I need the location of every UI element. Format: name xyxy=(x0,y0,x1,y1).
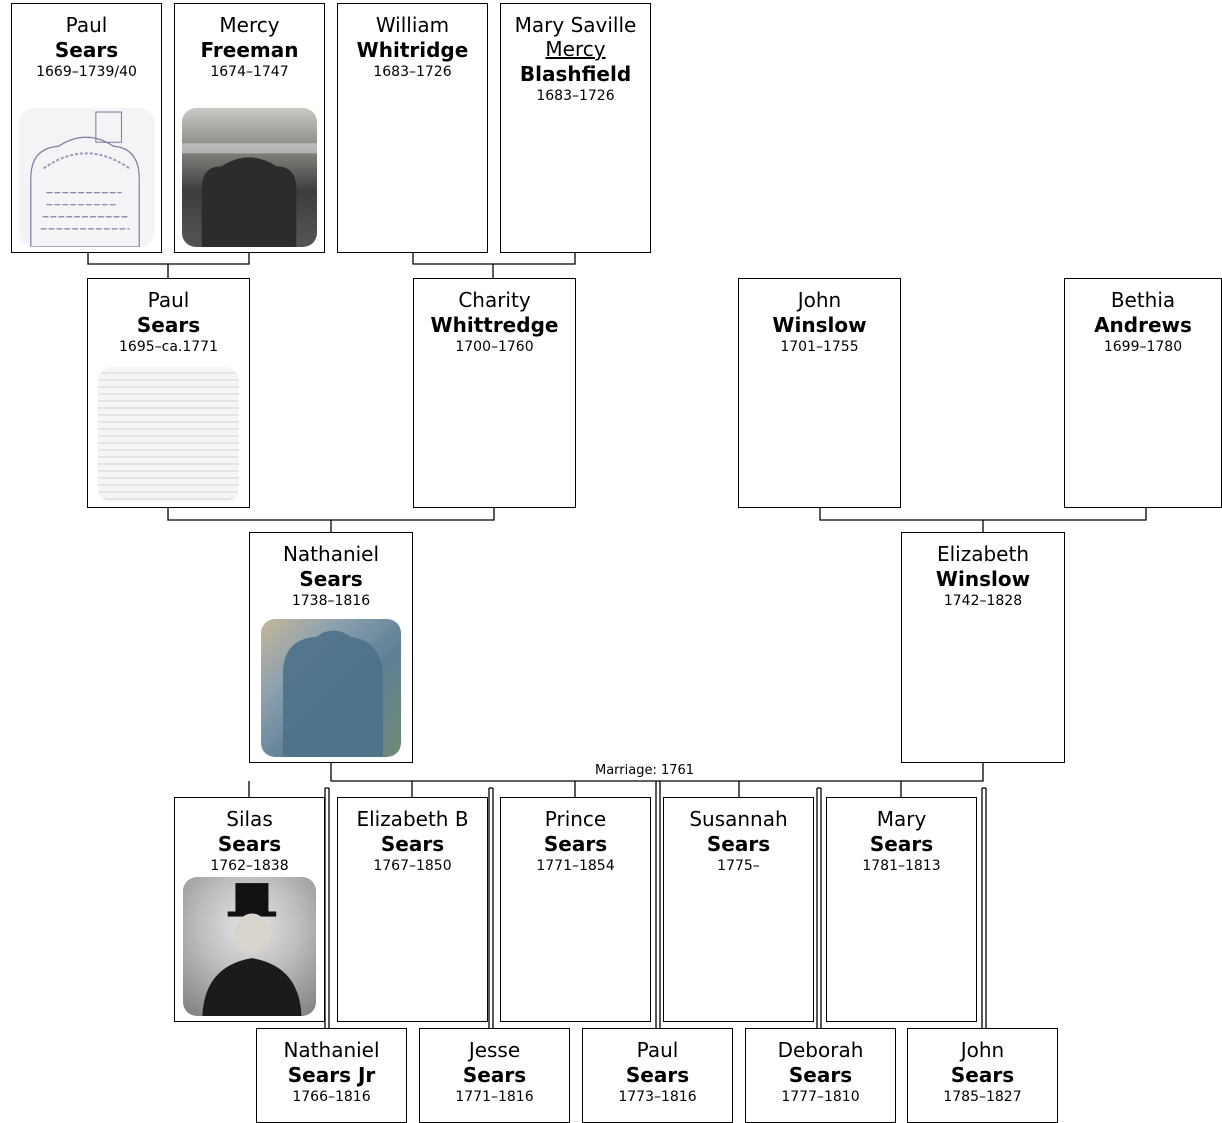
person-dates: 1701–1755 xyxy=(780,339,859,355)
person-given-name: Paul xyxy=(65,13,108,37)
person-card-nathaniel-sears-jr[interactable]: Nathaniel Sears Jr 1766–1816 xyxy=(256,1028,407,1123)
person-given-name: John xyxy=(797,288,842,312)
person-card-john-winslow[interactable]: John Winslow 1701–1755 xyxy=(738,278,901,508)
marriage-label: Marriage: 1761 xyxy=(594,763,696,778)
person-given-name: Silas xyxy=(226,807,273,831)
person-dates: 1767–1850 xyxy=(373,858,452,874)
person-card-mary-saville-blashfield[interactable]: Mary Saville Mercy Blashfield 1683–1726 xyxy=(500,3,651,253)
person-surname: Winslow xyxy=(772,313,867,337)
person-dates: 1771–1854 xyxy=(536,858,615,874)
person-dates: 1785–1827 xyxy=(943,1089,1022,1105)
person-given-name: Elizabeth xyxy=(936,542,1030,566)
person-given-name: Jesse xyxy=(468,1038,521,1062)
person-dates: 1777–1810 xyxy=(781,1089,860,1105)
person-card-paul-sears-1695[interactable]: Paul Sears 1695–ca.1771 xyxy=(87,278,250,508)
person-surname: Blashfield xyxy=(519,62,632,86)
person-surname: Whittredge xyxy=(430,313,559,337)
gravestone-photo[interactable] xyxy=(182,108,317,247)
person-given-name: Elizabeth B xyxy=(356,807,469,831)
gravestone-sketch-photo[interactable] xyxy=(19,108,154,247)
person-dates: 1775– xyxy=(717,858,760,874)
gravestone-photo[interactable] xyxy=(261,619,401,757)
person-card-prince-sears[interactable]: Prince Sears 1771–1854 xyxy=(500,797,651,1022)
document-scan-photo[interactable] xyxy=(98,367,239,502)
person-surname: Sears xyxy=(625,1063,690,1087)
person-dates: 1781–1813 xyxy=(862,858,941,874)
person-given-name: Nathaniel xyxy=(282,542,380,566)
person-dates: 1683–1726 xyxy=(373,64,452,80)
person-dates: 1700–1760 xyxy=(455,339,534,355)
person-given-name: Susannah xyxy=(689,807,788,831)
person-card-jesse-sears[interactable]: Jesse Sears 1771–1816 xyxy=(419,1028,570,1123)
person-given-name: John xyxy=(960,1038,1005,1062)
person-given-name: Deborah xyxy=(777,1038,864,1062)
person-dates: 1674–1747 xyxy=(210,64,289,80)
gravestone-icon xyxy=(182,143,317,247)
person-surname: Sears xyxy=(217,832,282,856)
person-alt-given-name: Mercy xyxy=(545,37,606,61)
person-card-elizabeth-winslow[interactable]: Elizabeth Winslow 1742–1828 xyxy=(901,532,1065,763)
person-surname: Winslow xyxy=(935,567,1031,591)
person-surname: Sears xyxy=(869,832,934,856)
person-given-name: Mary Saville xyxy=(514,13,637,37)
person-dates: 1699–1780 xyxy=(1103,339,1183,355)
person-card-susannah-sears[interactable]: Susannah Sears 1775– xyxy=(663,797,814,1022)
person-given-name: Paul xyxy=(147,288,190,312)
person-given-name: Prince xyxy=(544,807,607,831)
person-given-name: William xyxy=(375,13,450,37)
person-surname: Sears xyxy=(299,567,363,591)
person-card-william-whitridge[interactable]: William Whitridge 1683–1726 xyxy=(337,3,488,253)
person-card-silas-sears[interactable]: Silas Sears 1762–1838 xyxy=(174,797,325,1022)
person-surname: Sears xyxy=(136,313,201,337)
person-surname: Sears xyxy=(788,1063,853,1087)
person-surname: Whitridge xyxy=(356,38,469,62)
person-card-paul-sears-1773[interactable]: Paul Sears 1773–1816 xyxy=(582,1028,733,1123)
person-card-bethia-andrews[interactable]: Bethia Andrews 1699–1780 xyxy=(1064,278,1222,508)
person-given-name: Charity xyxy=(458,288,531,312)
person-surname: Sears xyxy=(380,832,445,856)
person-dates: 1771–1816 xyxy=(455,1089,534,1105)
person-dates: 1742–1828 xyxy=(943,593,1023,609)
person-surname: Sears Jr xyxy=(287,1063,376,1087)
person-card-deborah-sears[interactable]: Deborah Sears 1777–1810 xyxy=(745,1028,896,1123)
person-given-name: Mary xyxy=(876,807,927,831)
person-card-paul-sears-1669[interactable]: Paul Sears 1669–1739/40 xyxy=(11,3,162,253)
person-card-elizabeth-b-sears[interactable]: Elizabeth B Sears 1767–1850 xyxy=(337,797,488,1022)
person-surname: Sears xyxy=(543,832,608,856)
person-card-john-sears[interactable]: John Sears 1785–1827 xyxy=(907,1028,1058,1123)
gravestone-sketch-icon xyxy=(30,111,140,247)
person-dates: 1773–1816 xyxy=(618,1089,697,1105)
person-card-mercy-freeman[interactable]: Mercy Freeman 1674–1747 xyxy=(174,3,325,253)
portrait-icon xyxy=(202,883,302,1016)
person-card-nathaniel-sears-1738[interactable]: Nathaniel Sears 1738–1816 xyxy=(249,532,413,763)
person-given-name: Paul xyxy=(636,1038,679,1062)
person-dates: 1683–1726 xyxy=(536,88,615,104)
person-card-mary-sears[interactable]: Mary Sears 1781–1813 xyxy=(826,797,977,1022)
person-surname: Freeman xyxy=(200,38,299,62)
person-dates: 1695–ca.1771 xyxy=(119,339,218,355)
person-dates: 1762–1838 xyxy=(210,858,289,874)
gravestone-icon xyxy=(283,630,383,757)
person-surname: Sears xyxy=(950,1063,1015,1087)
person-given-name: Bethia xyxy=(1110,288,1176,312)
portrait-photo[interactable] xyxy=(183,877,316,1016)
person-surname: Sears xyxy=(706,832,771,856)
person-dates: 1738–1816 xyxy=(291,593,371,609)
person-given-name: Nathaniel xyxy=(283,1038,380,1062)
person-surname: Sears xyxy=(462,1063,527,1087)
person-surname: Andrews xyxy=(1094,313,1192,337)
person-given-name: Mercy xyxy=(219,13,280,37)
person-dates: 1766–1816 xyxy=(292,1089,371,1105)
person-surname: Sears xyxy=(54,38,119,62)
person-dates: 1669–1739/40 xyxy=(36,64,137,80)
person-card-charity-whittredge[interactable]: Charity Whittredge 1700–1760 xyxy=(413,278,576,508)
